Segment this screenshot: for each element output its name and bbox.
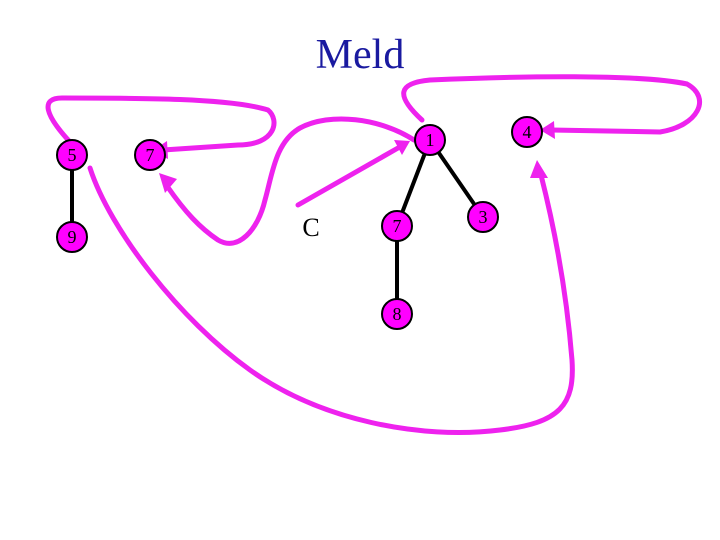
- node-3: 3: [467, 201, 499, 233]
- node-7-mid-label: 7: [393, 216, 402, 236]
- arrowhead-1-to-7: [159, 173, 177, 193]
- node-5-label: 5: [68, 145, 77, 165]
- node-4: 4: [511, 116, 543, 148]
- arrowhead-5-to-4: [530, 160, 548, 178]
- pointer-label-c: C: [302, 213, 319, 242]
- pointer-arc-5-to-4: [87, 165, 575, 435]
- pointer-arc-c-to-1: [295, 145, 401, 208]
- node-8-label: 8: [393, 304, 402, 324]
- node-1-label: 1: [426, 130, 435, 150]
- node-7-left: 7: [134, 139, 166, 171]
- node-8: 8: [381, 298, 413, 330]
- arrowhead-1-to-4: [540, 121, 555, 139]
- pointer-arc-1-to-4: [401, 74, 702, 135]
- node-4-label: 4: [523, 122, 532, 142]
- node-7-left-label: 7: [146, 145, 155, 165]
- node-9: 9: [56, 221, 88, 253]
- node-3-label: 3: [479, 207, 488, 227]
- node-1: 1: [414, 124, 446, 156]
- arrowhead-c-to-1: [394, 140, 410, 155]
- node-7-mid: 7: [381, 210, 413, 242]
- pointer-arc-5-to-7: [45, 95, 277, 153]
- page-title: Meld: [315, 32, 405, 78]
- pointer-arc-1-to-7: [164, 116, 417, 246]
- node-9-label: 9: [68, 227, 77, 247]
- node-5: 5: [56, 139, 88, 171]
